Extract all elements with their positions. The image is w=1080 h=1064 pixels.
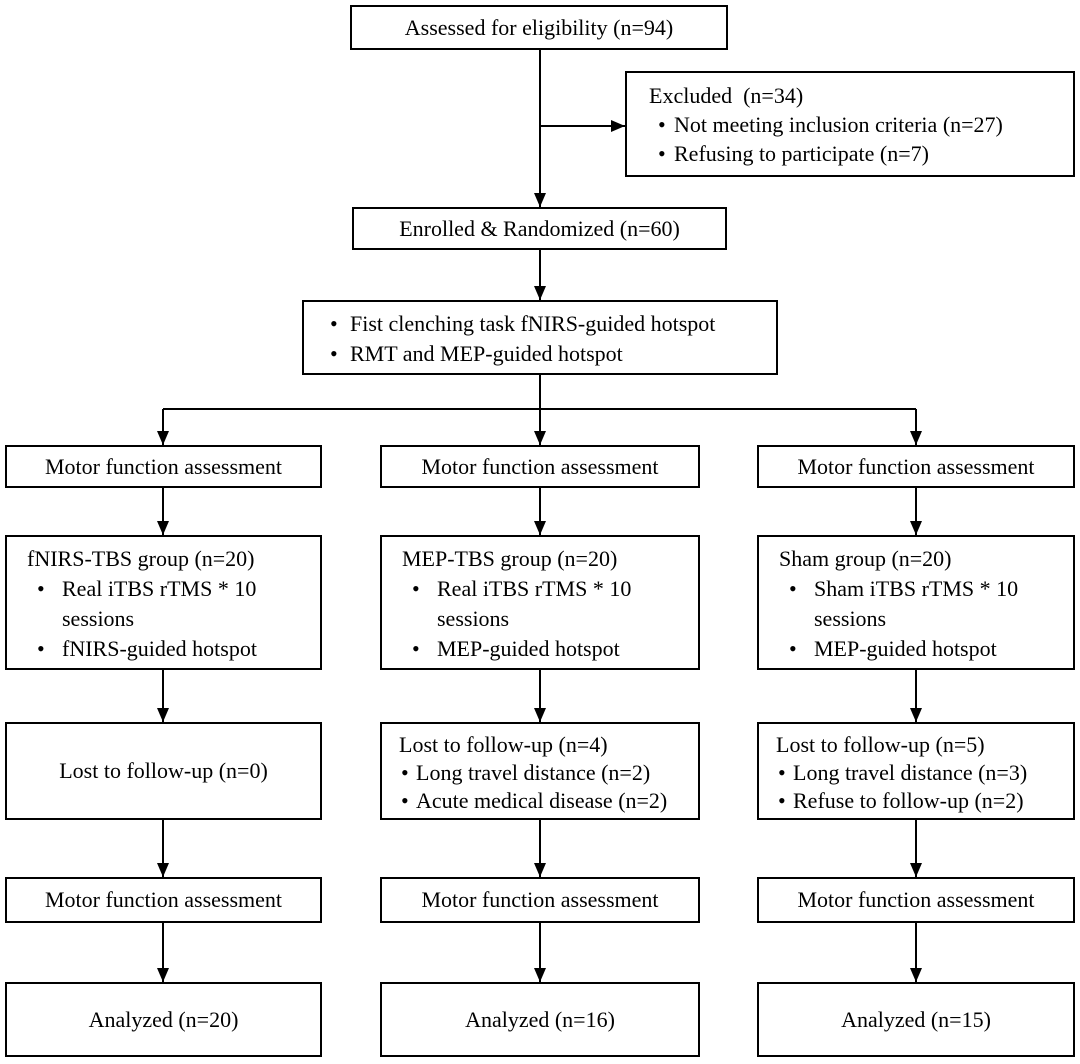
enrolled-randomized-box: Enrolled & Randomized (n=60) bbox=[352, 207, 727, 250]
group-item-label: fNIRS-guided hotspot bbox=[62, 636, 257, 661]
bullet-icon: • bbox=[401, 788, 409, 813]
excluded-item: • Refusing to participate (n=7) bbox=[649, 139, 1065, 168]
group-item: • Real iTBS rTMS * 10 sessions bbox=[402, 574, 690, 634]
group-item-label: Real iTBS rTMS * 10 sessions bbox=[62, 576, 257, 631]
assessment-label: Motor function assessment bbox=[797, 887, 1035, 913]
group-item-label: MEP-guided hotspot bbox=[437, 636, 620, 661]
bullet-icon: • bbox=[658, 112, 666, 137]
bullet-icon: • bbox=[330, 311, 338, 336]
lost-item: • Long travel distance (n=2) bbox=[399, 759, 692, 787]
bullet-icon: • bbox=[789, 576, 797, 601]
assessed-eligibility-box: Assessed for eligibility (n=94) bbox=[350, 5, 728, 50]
group-title: fNIRS-TBS group (n=20) bbox=[27, 546, 255, 571]
assessment-label: Motor function assessment bbox=[797, 453, 1035, 479]
lost-box-mep: Lost to follow-up (n=4) • Long travel di… bbox=[380, 722, 700, 820]
assessment-label: Motor function assessment bbox=[421, 887, 659, 913]
group-item-label: Sham iTBS rTMS * 10 sessions bbox=[814, 576, 1019, 631]
assessed-eligibility-label: Assessed for eligibility (n=94) bbox=[404, 14, 674, 40]
analyzed-box-fnirs: Analyzed (n=20) bbox=[5, 982, 322, 1057]
lost-item-label: Acute medical disease (n=2) bbox=[416, 788, 668, 813]
assessment-pre-box-mep: Motor function assessment bbox=[380, 445, 700, 488]
lost-box-sham: Lost to follow-up (n=5) • Long travel di… bbox=[757, 722, 1075, 820]
group-item: • MEP-guided hotspot bbox=[402, 634, 690, 664]
bullet-icon: • bbox=[412, 636, 420, 661]
group-item: • Real iTBS rTMS * 10 sessions bbox=[27, 574, 312, 634]
excluded-box: Excluded (n=34) • Not meeting inclusion … bbox=[625, 71, 1075, 177]
bullet-icon: • bbox=[412, 576, 420, 601]
excluded-title: Excluded (n=34) bbox=[649, 83, 804, 108]
group-box-fnirs: fNIRS-TBS group (n=20) • Real iTBS rTMS … bbox=[5, 535, 322, 670]
group-item: • fNIRS-guided hotspot bbox=[27, 634, 312, 664]
group-title: MEP-TBS group (n=20) bbox=[402, 546, 618, 571]
lost-title: Lost to follow-up (n=4) bbox=[399, 732, 608, 757]
lost-title: Lost to follow-up (n=0) bbox=[59, 758, 268, 784]
assessment-pre-box-sham: Motor function assessment bbox=[757, 445, 1075, 488]
lost-item-label: Long travel distance (n=2) bbox=[416, 760, 651, 785]
group-item: • Sham iTBS rTMS * 10 sessions bbox=[779, 574, 1065, 634]
bullet-icon: • bbox=[778, 760, 786, 785]
analyzed-box-mep: Analyzed (n=16) bbox=[380, 982, 700, 1057]
bullet-icon: • bbox=[658, 141, 666, 166]
bullet-icon: • bbox=[330, 341, 338, 366]
analyzed-box-sham: Analyzed (n=15) bbox=[757, 982, 1075, 1057]
bullet-icon: • bbox=[401, 760, 409, 785]
assessment-post-box-sham: Motor function assessment bbox=[757, 877, 1075, 923]
hotspot-item-label: Fist clenching task fNIRS-guided hotspot bbox=[350, 311, 716, 336]
assessment-label: Motor function assessment bbox=[421, 453, 659, 479]
lost-item: • Long travel distance (n=3) bbox=[776, 759, 1067, 787]
excluded-item: • Not meeting inclusion criteria (n=27) bbox=[649, 110, 1065, 139]
lost-box-fnirs: Lost to follow-up (n=0) bbox=[5, 722, 322, 820]
assessment-label: Motor function assessment bbox=[44, 887, 283, 913]
bullet-icon: • bbox=[778, 788, 786, 813]
lost-item-label: Long travel distance (n=3) bbox=[793, 760, 1028, 785]
hotspot-procedure-box: • Fist clenching task fNIRS-guided hotsp… bbox=[302, 300, 778, 375]
hotspot-item-label: RMT and MEP-guided hotspot bbox=[350, 341, 623, 366]
lost-item: • Refuse to follow-up (n=2) bbox=[776, 787, 1067, 815]
group-item-label: MEP-guided hotspot bbox=[814, 636, 997, 661]
analyzed-label: Analyzed (n=16) bbox=[465, 1006, 615, 1032]
group-box-sham: Sham group (n=20) • Sham iTBS rTMS * 10 … bbox=[757, 535, 1075, 670]
group-box-mep: MEP-TBS group (n=20) • Real iTBS rTMS * … bbox=[380, 535, 700, 670]
excluded-item-label: Refusing to participate (n=7) bbox=[674, 141, 929, 166]
bullet-icon: • bbox=[37, 576, 45, 601]
assessment-label: Motor function assessment bbox=[44, 453, 283, 479]
bullet-icon: • bbox=[37, 636, 45, 661]
group-title: Sham group (n=20) bbox=[779, 546, 952, 571]
excluded-item-label: Not meeting inclusion criteria (n=27) bbox=[674, 112, 1003, 137]
analyzed-label: Analyzed (n=20) bbox=[88, 1006, 239, 1032]
assessment-pre-box-fnirs: Motor function assessment bbox=[5, 445, 322, 488]
group-item: • MEP-guided hotspot bbox=[779, 634, 1065, 664]
analyzed-label: Analyzed (n=15) bbox=[841, 1006, 991, 1032]
assessment-post-box-fnirs: Motor function assessment bbox=[5, 877, 322, 923]
enrolled-randomized-label: Enrolled & Randomized (n=60) bbox=[399, 215, 680, 241]
lost-item: • Acute medical disease (n=2) bbox=[399, 787, 692, 815]
lost-title: Lost to follow-up (n=5) bbox=[776, 732, 985, 757]
hotspot-item: • RMT and MEP-guided hotspot bbox=[330, 339, 772, 369]
hotspot-item: • Fist clenching task fNIRS-guided hotsp… bbox=[330, 309, 772, 339]
assessment-post-box-mep: Motor function assessment bbox=[380, 877, 700, 923]
bullet-icon: • bbox=[789, 636, 797, 661]
lost-item-label: Refuse to follow-up (n=2) bbox=[793, 788, 1024, 813]
group-item-label: Real iTBS rTMS * 10 sessions bbox=[437, 576, 632, 631]
